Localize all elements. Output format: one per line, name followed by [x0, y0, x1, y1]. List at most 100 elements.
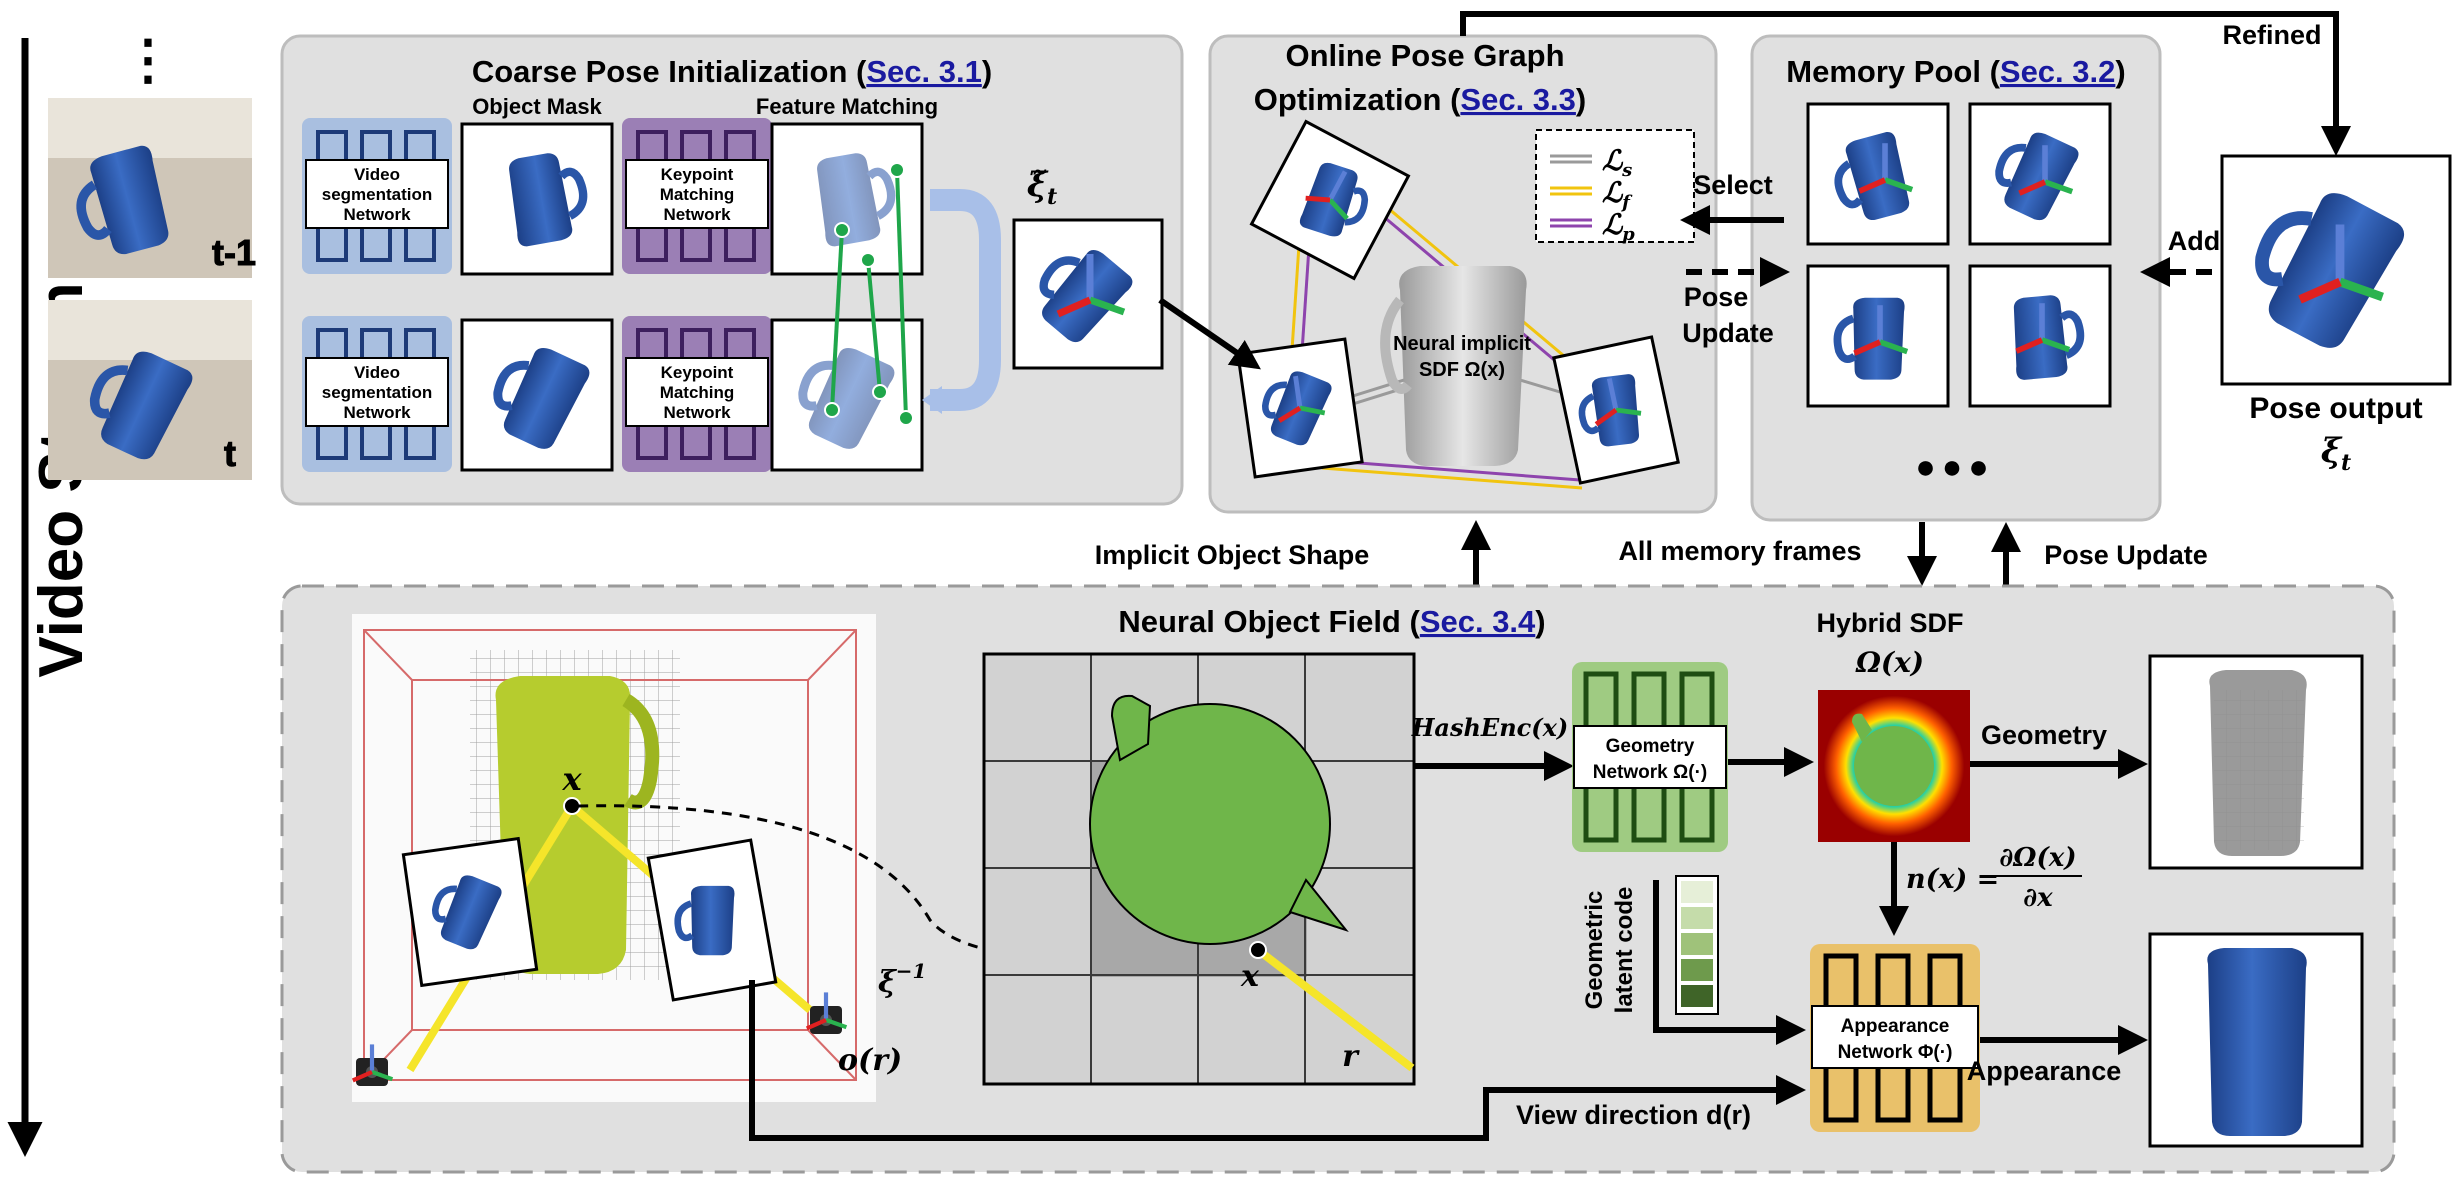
kp-network-top: Keypoint Matching Network — [622, 118, 772, 274]
hybrid-sdf-line1: Hybrid SDF — [1816, 608, 1963, 638]
kp-net-bottom-l2: Matching — [660, 383, 735, 402]
memory-frame-4 — [1968, 264, 2112, 408]
kp-net-top-l1: Keypoint — [661, 165, 734, 184]
xi-tilde-sub: t — [1047, 184, 1057, 210]
neural-object-field-panel: Neural Object Field (Sec. 3.4) x — [280, 584, 2396, 1174]
geo-net-line2: Network Ω(·) — [1593, 762, 1707, 783]
implicit-shape-label: Implicit Object Shape — [1095, 540, 1370, 570]
legend-lp-sub: p — [1622, 224, 1635, 245]
select-label: Select — [1693, 170, 1773, 200]
arrow-latent-to-app — [1653, 880, 1806, 1045]
coarse-pose-panel: Coarse Pose Initialization (Sec. 3.1) Ob… — [280, 34, 1184, 506]
scene-x-label: x — [561, 760, 582, 798]
scene-view-left — [401, 836, 539, 988]
frame-label-current: t — [224, 433, 236, 474]
nof-title: Neural Object Field — [1118, 604, 1401, 639]
appearance-label: Appearance — [1967, 1056, 2122, 1086]
seg-net-top-l2: segmentation — [322, 185, 433, 204]
app-net-line2: Network Φ(·) — [1838, 1042, 1953, 1063]
hybrid-sdf-line2: Ω(x) — [1855, 646, 1924, 679]
refined-label: Refined — [2222, 20, 2321, 50]
memory-frame-2 — [1968, 102, 2112, 246]
xi-tilde: ξ̃ — [1027, 165, 1049, 205]
latent-code-vector — [1675, 875, 1719, 1015]
pgo-sec-link[interactable]: Sec. 3.3 — [1460, 82, 1575, 117]
all-memory-label: All memory frames — [1618, 536, 1861, 566]
kp-net-top-l3: Network — [663, 205, 731, 224]
matching-curve-arrowhead — [922, 386, 942, 414]
scene-view-right — [646, 838, 778, 1002]
object-mask-bottom — [460, 318, 614, 472]
pose-update-mid-label: Pose Update — [2044, 540, 2208, 570]
geometry-output — [2148, 654, 2364, 870]
pgo-center-line1: Neural implicit — [1393, 333, 1531, 355]
neural-implicit-sdf-object: Neural implicit SDF Ω(x) — [1380, 266, 1531, 466]
memory-title-line: Memory Pool (Sec. 3.2) — [1786, 54, 2125, 89]
feature-matching-label: Feature Matching — [756, 94, 938, 119]
memory-frame-3 — [1806, 264, 1950, 408]
kp-net-top-l2: Matching — [660, 185, 735, 204]
nof-title-line: Neural Object Field (Sec. 3.4) — [1118, 604, 1545, 639]
origin-label: o(r) — [838, 1043, 902, 1078]
kp-network-bottom: Keypoint Matching Network — [622, 316, 772, 472]
legend-ls-sym: ℒ — [1602, 144, 1624, 177]
seg-net-top-l1: Video — [354, 165, 400, 184]
video-frame-prev: t-1 — [48, 98, 257, 278]
memory-pool-panel: Memory Pool (Sec. 3.2) ●●● — [1750, 34, 2162, 522]
normal-label: n(x) = — [1906, 864, 1999, 895]
pose-output-xi-group: ξt — [2321, 431, 2351, 476]
seg-network-bottom: Video segmentation Network — [302, 316, 452, 472]
legend-lp-sym: ℒ — [1602, 208, 1624, 241]
legend-lp: ℒp — [1602, 208, 1635, 245]
video-frame-current: t — [48, 300, 252, 480]
legend-ls: ℒs — [1602, 144, 1632, 181]
memory-sec-link[interactable]: Sec. 3.2 — [2000, 54, 2115, 89]
memory-title: Memory Pool — [1786, 54, 1981, 89]
feature-matching-bottom — [770, 318, 924, 472]
seg-net-bottom-l1: Video — [354, 363, 400, 382]
coarse-title-line: Coarse Pose Initialization (Sec. 3.1) — [472, 54, 992, 89]
geo-net-line1: Geometry — [1606, 736, 1695, 757]
pgo-pose-update-line2: Update — [1682, 318, 1774, 348]
hybrid-sdf-image — [1818, 690, 1970, 842]
video-stream: Video Stream ⋮ t-1 t — [7, 30, 257, 1157]
hashenc-label: HashEnc(x) — [1411, 713, 1569, 742]
app-net-line1: Appearance — [1841, 1016, 1950, 1037]
pose-output-xi: ξ — [2321, 431, 2343, 471]
pose-node-3 — [1552, 335, 1680, 485]
xi-tilde-label: ξ̃t — [1027, 165, 1057, 210]
normal-num: ∂Ω(x) — [1999, 843, 2076, 873]
frame-label-prev: t-1 — [212, 232, 256, 273]
pgo-title-line1: Online Pose Graph — [1285, 38, 1564, 73]
object-mask-label: Object Mask — [472, 94, 602, 119]
grid-r-label: r — [1342, 1039, 1360, 1074]
arrow-view-direction — [749, 980, 1806, 1141]
pgo-title-line2: Optimization — [1254, 82, 1442, 117]
legend-lf-sym: ℒ — [1602, 176, 1624, 209]
xi-inverse-group: ξ−1 — [878, 959, 926, 1000]
pose-output: Pose output ξt — [2220, 154, 2452, 476]
pose-node-2 — [1236, 337, 1364, 479]
matching-curve-arrow — [930, 189, 1001, 411]
latent-line2: latent code — [1611, 887, 1638, 1014]
nof-sec-link[interactable]: Sec. 3.4 — [1420, 604, 1536, 639]
view-direction-text: View direction d(r) — [1516, 1100, 1751, 1130]
normal-den: ∂x — [2023, 883, 2053, 913]
scene-3d: x ξ−1 o(r) — [352, 614, 926, 1102]
kp-net-bottom-l3: Network — [663, 403, 731, 422]
memory-frame-1 — [1806, 102, 1950, 246]
pose-output-label: Pose output — [2249, 392, 2422, 425]
pgo-center-line2: SDF Ω(x) — [1419, 359, 1505, 381]
xi-inverse: ξ — [878, 965, 898, 1000]
pose-graph-panel: Online Pose Graph Optimization (Sec. 3.3… — [1208, 34, 1718, 514]
memory-ellipsis: ●●● — [1915, 448, 1995, 486]
coarse-sec-link[interactable]: Sec. 3.1 — [866, 54, 981, 89]
arrow-coarse-to-pgo — [1158, 297, 1261, 370]
appearance-network: Appearance Network Φ(·) — [1810, 944, 1980, 1132]
seg-net-bottom-l2: segmentation — [322, 383, 433, 402]
object-mask-top — [460, 122, 614, 276]
pgo-title-line2-group: Optimization (Sec. 3.3) — [1254, 82, 1586, 117]
view-direction-label: View direction d(r) — [1516, 1100, 1751, 1130]
stream-ellipsis: ⋮ — [121, 30, 175, 90]
